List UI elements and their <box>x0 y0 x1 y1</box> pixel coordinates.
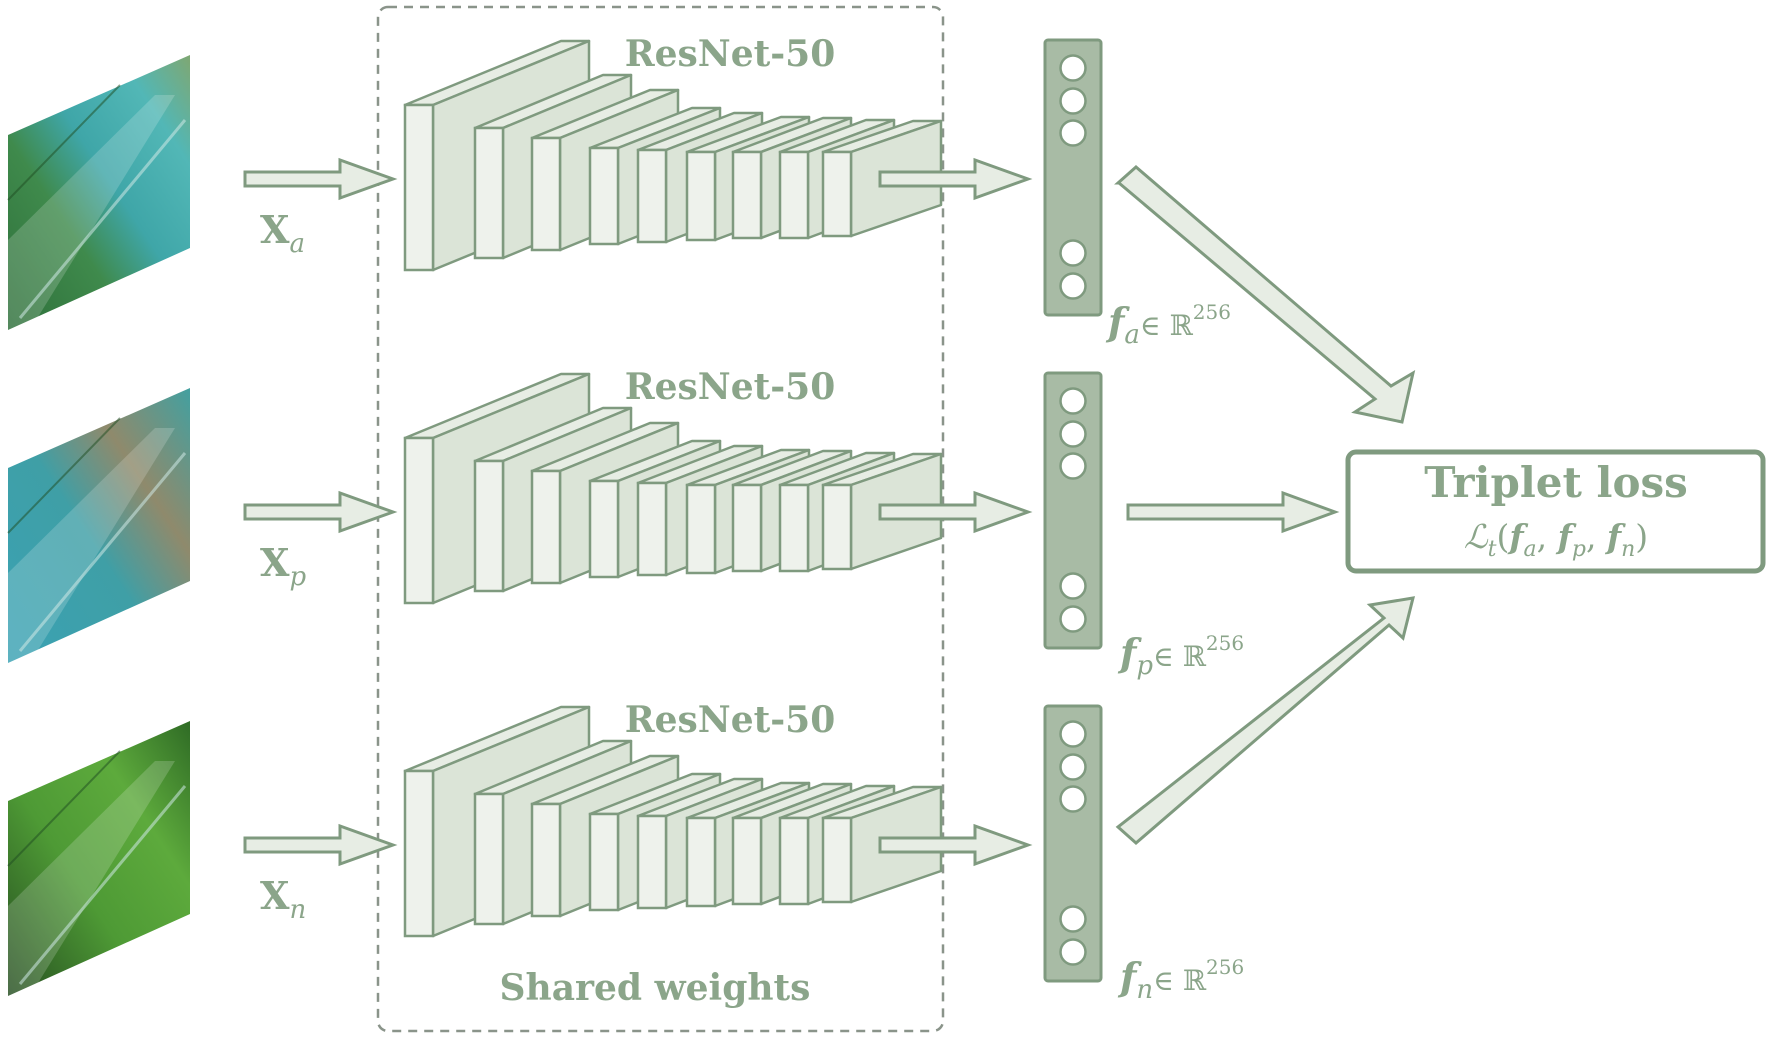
loss-arg-a: a <box>1524 537 1537 562</box>
vector-unit <box>1059 87 1087 115</box>
loss-symbol: ℒ <box>1464 517 1489 556</box>
vector-unit <box>1059 119 1087 147</box>
leaf-photo-icon <box>7 55 190 330</box>
embedding-label-positive: fp∈ ℝ256 <box>1117 630 1244 681</box>
arrow-positive-to-loss <box>1126 490 1340 534</box>
loss-subscript: t <box>1488 537 1497 562</box>
resnet-label-anchor: ResNet-50 <box>625 33 836 75</box>
arrow-negative-to-loss <box>1115 596 1416 845</box>
arrow-input-negative <box>243 823 398 867</box>
triplet-loss-box <box>1345 449 1766 574</box>
leaf-photo-icon <box>7 388 190 663</box>
vector-unit <box>1059 753 1087 781</box>
input-label-positive: Xp <box>260 540 306 592</box>
arrow-output-anchor <box>878 157 1033 201</box>
arrow-output-negative <box>878 823 1033 867</box>
vector-unit <box>1059 938 1087 966</box>
branch-negative: Xn ResNet-50 fn∈ ℝ256 <box>7 699 1244 1005</box>
embedding-vector-negative <box>1043 704 1103 983</box>
branch-positive: Xp ResNet-50 fp∈ ℝ256 <box>7 366 1244 681</box>
triplet-loss-formula: ℒt(fa, fp, fn) <box>1464 517 1648 562</box>
loss-arg-p: p <box>1572 537 1586 562</box>
vector-unit <box>1059 605 1087 633</box>
arrow-input-positive <box>243 490 398 534</box>
input-label-anchor: Xa <box>260 207 305 259</box>
resnet-blocks-positive <box>403 372 943 605</box>
vector-unit <box>1059 420 1087 448</box>
embedding-vector-positive <box>1043 371 1103 650</box>
arrow-output-positive <box>878 490 1033 534</box>
vector-unit <box>1059 905 1087 933</box>
resnet-blocks-negative <box>403 705 943 938</box>
vector-unit <box>1059 272 1087 300</box>
loss-arg-n: n <box>1621 537 1635 562</box>
resnet-blocks-anchor <box>403 39 943 272</box>
arrow-anchor-to-loss <box>1114 165 1416 424</box>
arrow-input-anchor <box>243 157 398 201</box>
triplet-loss-title: Triplet loss <box>1424 458 1688 507</box>
vector-unit <box>1059 572 1087 600</box>
embedding-label-negative: fn∈ ℝ256 <box>1117 954 1244 1005</box>
vector-unit <box>1059 239 1087 267</box>
vector-unit <box>1059 720 1087 748</box>
vector-unit <box>1059 785 1087 813</box>
shared-weights-label: Shared weights <box>500 967 811 1009</box>
resnet-label-negative: ResNet-50 <box>625 699 836 741</box>
vector-unit <box>1059 452 1087 480</box>
vector-unit <box>1059 387 1087 415</box>
embedding-label-anchor: fa∈ ℝ256 <box>1105 299 1231 350</box>
leaf-photo-icon <box>7 721 190 996</box>
embedding-vector-anchor <box>1043 38 1103 317</box>
resnet-label-positive: ResNet-50 <box>625 366 836 408</box>
input-label-negative: Xn <box>260 873 306 925</box>
branch-anchor: Xa ResNet-50 fa∈ ℝ256 <box>7 33 1231 350</box>
vector-unit <box>1059 54 1087 82</box>
